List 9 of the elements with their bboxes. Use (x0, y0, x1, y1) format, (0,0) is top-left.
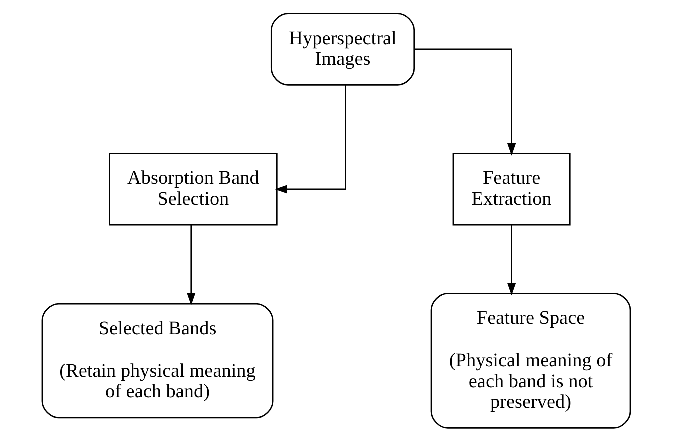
node-box: Hyperspectral Images (270, 13, 416, 86)
arrow (507, 225, 516, 296)
node-box: Feature Space (Physical meaning of each band is not preserved) (430, 293, 632, 429)
arrow (187, 225, 196, 306)
node-box: Absorption Band Selection (109, 153, 278, 226)
arrow (414, 48, 516, 156)
node-box: Selected Bands (Retain physical meaning of each band) (42, 303, 274, 419)
node-box: Feature Extraction (452, 153, 571, 226)
arrow (275, 85, 346, 194)
